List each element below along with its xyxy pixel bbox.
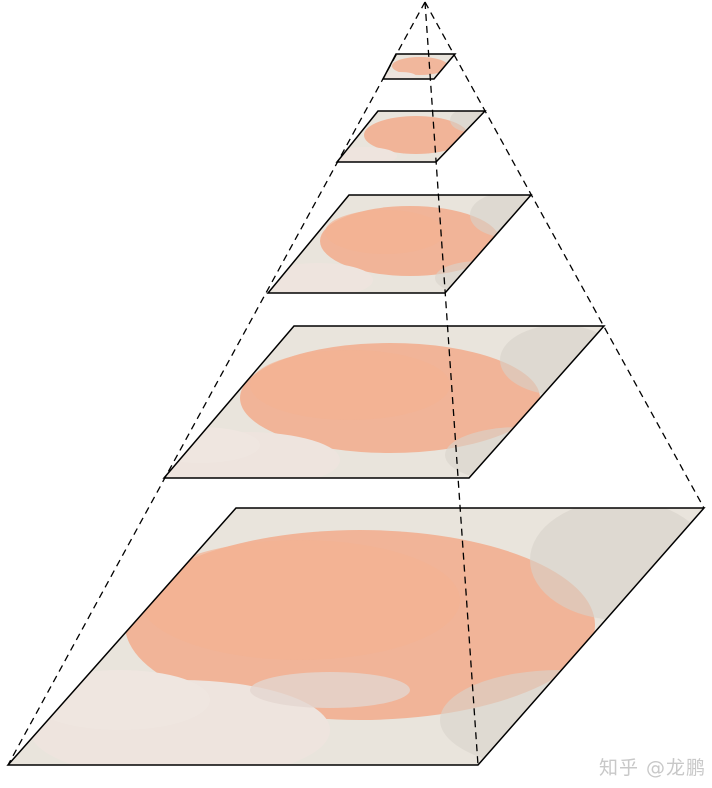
pyramid-layer-2 [266,194,533,294]
pyramid-layer-0 [6,507,706,766]
pyramid-layer-3 [335,110,487,163]
dashed-edge-front [424,1,479,766]
pyramid-layer-1 [162,325,606,479]
dashed-edge-right [424,1,705,509]
watermark-text: 知乎 @龙鹏 [598,757,706,779]
dashed-edge-left [7,1,426,766]
pyramid-dashed-edges [7,1,705,766]
pyramid-layer-4 [381,53,457,80]
